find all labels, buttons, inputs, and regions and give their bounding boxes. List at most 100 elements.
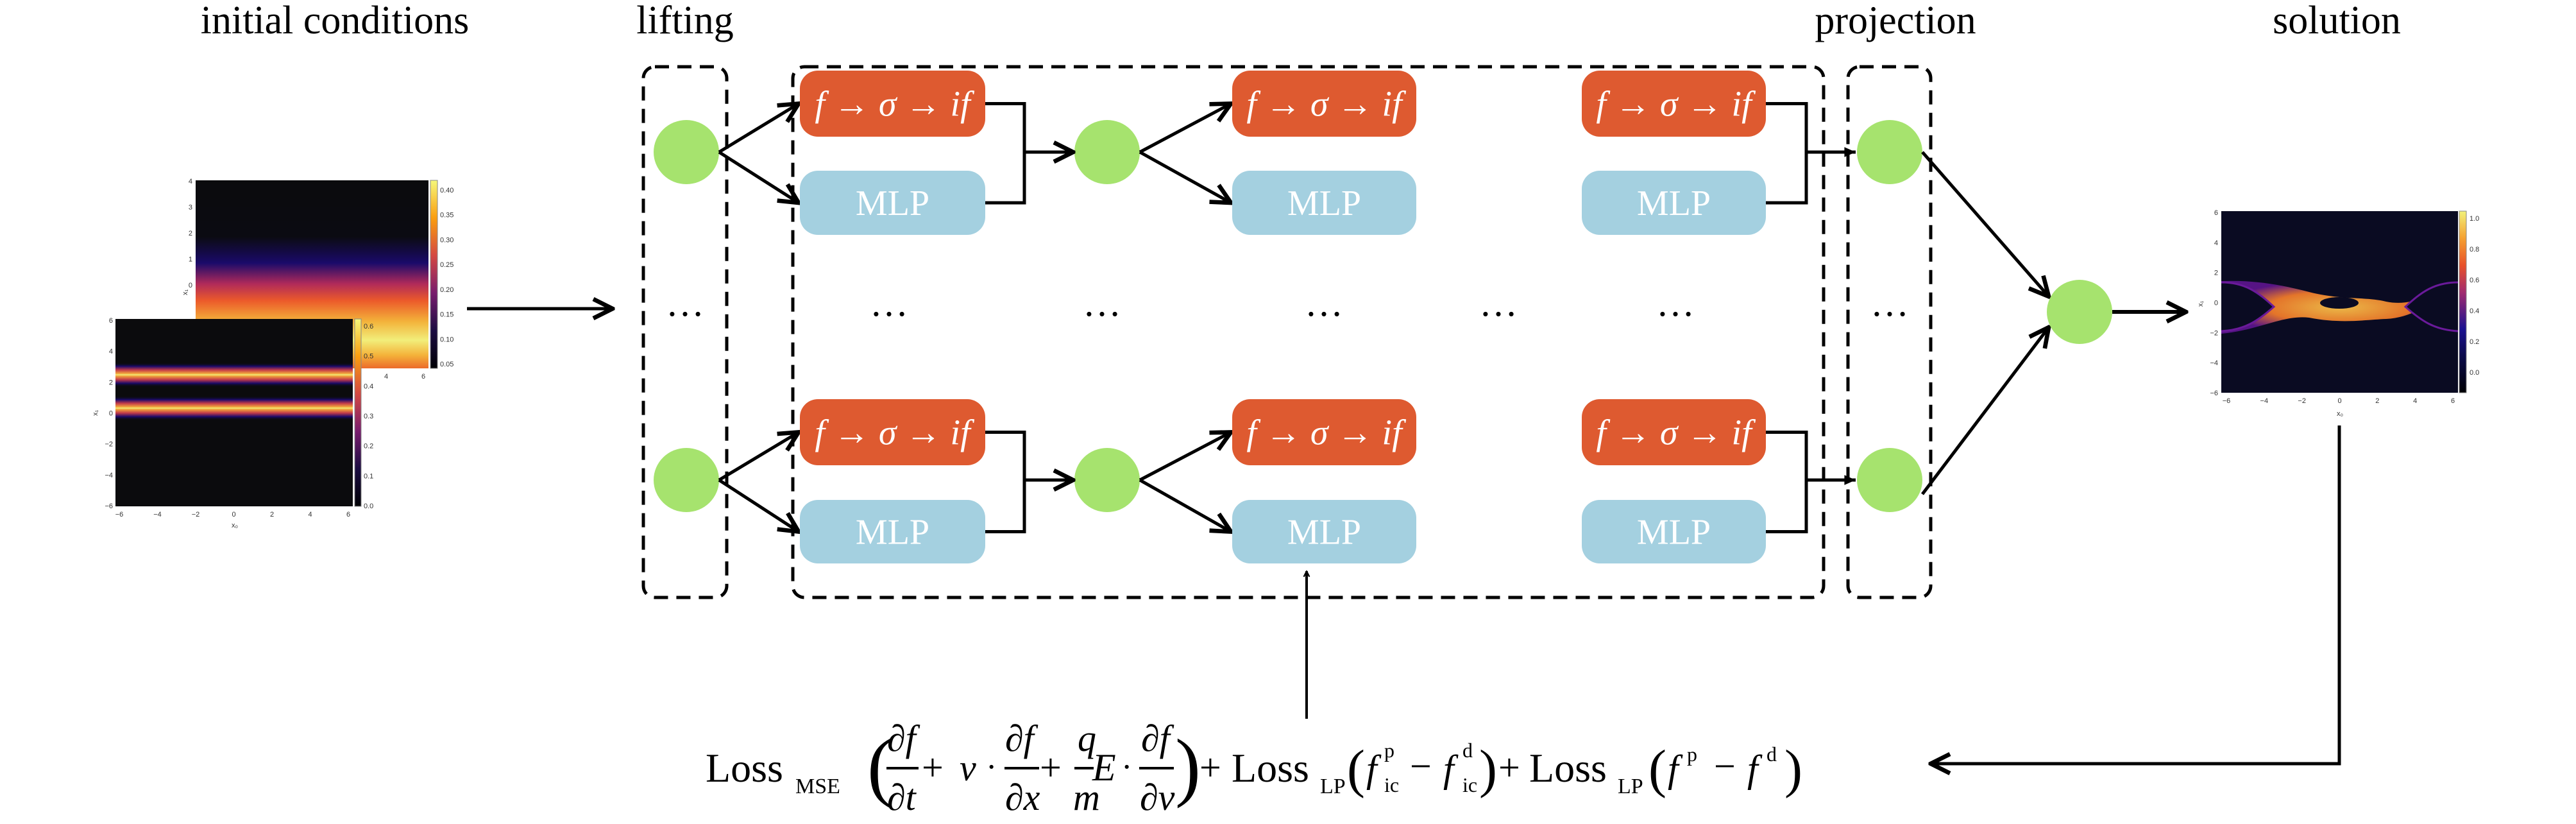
x-tick-label: −2 [2298, 397, 2306, 405]
loss-lp-subscript-2: LP [1618, 775, 1643, 798]
colorbar-tick-label: 0.0 [364, 502, 373, 510]
heatmap-front-band-lower [115, 396, 353, 420]
mlp-block-label: MLP [1287, 184, 1361, 223]
front-ylabel: x₁ [92, 410, 99, 416]
hidden-node [1074, 120, 1140, 184]
fourier-label-part: → [1606, 413, 1651, 453]
lparen-2: ( [1347, 739, 1365, 799]
colorbar-tick-label: 0.1 [364, 472, 373, 480]
fourier-block: f → σ → if [1232, 71, 1416, 137]
minus-2: − [1714, 745, 1736, 787]
fourier-block-label: f → σ → if [815, 85, 975, 124]
fourier-label-part: σ [1301, 413, 1330, 453]
front-colorbar-ticks: 0.60.50.40.30.20.10.0 [364, 323, 373, 510]
arrow-to-fourier-block [1139, 104, 1231, 154]
solution-ylabel: x₁ [2197, 301, 2205, 307]
colorbar-tick-label: 0.4 [364, 382, 373, 390]
projection-node [1857, 120, 1922, 184]
x-tick-label: 4 [2413, 397, 2417, 405]
mlp-block-label: MLP [856, 513, 929, 553]
hidden-node [1074, 448, 1140, 512]
title-initial-conditions: initial conditions [201, 0, 469, 42]
colorbar-tick-label: 0.6 [2470, 277, 2479, 284]
x-tick-label: 6 [421, 373, 425, 381]
solution-colorbar-ticks: 1.00.80.60.40.20.0 [2470, 215, 2479, 377]
loss-lp-word-1: Loss [1232, 745, 1309, 791]
fourier-label-part: if [1373, 413, 1407, 453]
loss-lp-word-2: Loss [1529, 745, 1607, 791]
fourier-label-part: σ [1651, 85, 1679, 124]
x-tick-label: −2 [192, 511, 200, 519]
frac2-den: ∂x [1005, 777, 1040, 818]
fourier-block: f → σ → if [1582, 71, 1766, 137]
loss-equation: Loss MSE ( ∂f ∂t + v · ∂f ∂x + q m E · ∂… [706, 717, 1802, 818]
colorbar-tick-label: 0.40 [440, 187, 453, 194]
plus-1: + [922, 746, 944, 789]
fourier-label-part: → [1328, 85, 1373, 124]
mlp-block-label: MLP [1637, 184, 1711, 223]
colorbar-tick-label: 0.2 [2470, 338, 2479, 346]
y-tick-label: 4 [109, 348, 113, 356]
mlp-block-label: MLP [1287, 513, 1361, 553]
fourier-label-part: → [1678, 413, 1723, 453]
colorbar-tick-label: 0.3 [364, 413, 373, 420]
x-tick-label: 6 [346, 511, 350, 519]
mlp-block-rect [1232, 171, 1416, 235]
colorbar-tick-label: 0.0 [2470, 369, 2479, 377]
fourier-block-rect [1582, 71, 1766, 137]
f-ic-data: f [1443, 748, 1459, 790]
y-tick-label: 4 [2214, 239, 2218, 247]
colorbar-back [430, 180, 438, 369]
y-tick-label: −6 [105, 502, 113, 510]
rparen-2: ) [1479, 739, 1497, 799]
back-colorbar-ticks: 0.400.350.300.250.200.150.100.05 [440, 187, 453, 368]
mlp-block-rect [1232, 500, 1416, 563]
x-tick-label: −6 [115, 511, 124, 519]
y-tick-label: −4 [105, 472, 113, 479]
x-tick-label: 6 [2451, 397, 2455, 405]
fourier-label-part: if [1723, 85, 1757, 124]
front-xlabel: x₀ [232, 522, 238, 529]
fourier-block: f → σ → if [1582, 399, 1766, 465]
fourier-label-part: σ [1301, 85, 1330, 124]
arrow-to-fourier-block [718, 433, 799, 482]
colorbar-tick-label: 0.6 [364, 323, 373, 330]
mlp-block-label: MLP [856, 184, 929, 223]
lifting-group-box [641, 65, 729, 599]
x-tick-label: 0 [232, 511, 235, 519]
y-tick-label: 2 [2214, 270, 2218, 277]
frac2-num: ∂f [1005, 717, 1038, 759]
dot-2: · [1121, 749, 1132, 785]
lparen-big: ( [867, 723, 893, 809]
frac4-num: ∂f [1141, 717, 1174, 759]
ellipsis: … [1870, 282, 1909, 324]
x-tick-label: 4 [384, 373, 388, 381]
colorbar-tick-label: 0.4 [2470, 307, 2479, 315]
fourier-block-rect [1582, 399, 1766, 465]
y-tick-label: 0 [2214, 300, 2218, 307]
fourier-label-part: σ [870, 85, 898, 124]
plus-3: + [1199, 746, 1221, 789]
title-projection: projection [1815, 0, 1976, 42]
lifting-node [654, 120, 719, 184]
fourier-label-part: → [897, 85, 942, 124]
minus-1: − [1410, 745, 1432, 787]
ellipsis: … [1305, 282, 1343, 324]
lifting-node [654, 448, 719, 512]
projection-group-box [1846, 65, 1933, 599]
fourier-block-rect [800, 71, 985, 137]
arrow-to-mlp-block [718, 478, 799, 532]
colorbar-tick-label: 0.25 [440, 261, 453, 269]
mlp-block: MLP [1232, 171, 1416, 235]
plus-4: + [1498, 746, 1520, 789]
mlp-block: MLP [800, 500, 985, 563]
solution-phase-space-vortex [2221, 280, 2459, 334]
frac3-den: m [1073, 777, 1100, 818]
fourier-block-label: f → σ → if [1246, 85, 1407, 124]
x-tick-label: 2 [270, 511, 274, 519]
loss-mse-word: Loss [706, 745, 783, 791]
y-tick-label: 1 [189, 256, 192, 264]
